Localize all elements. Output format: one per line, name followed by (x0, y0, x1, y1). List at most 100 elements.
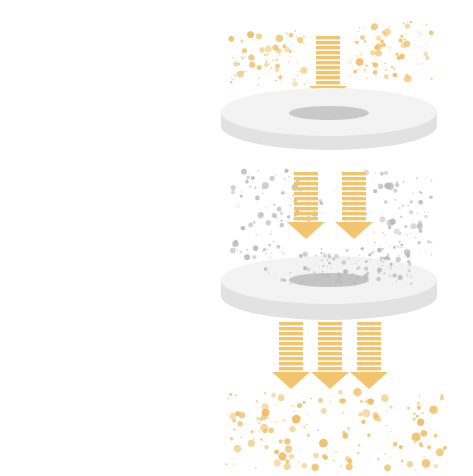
particle-dot (262, 187, 264, 189)
particle-dot (262, 248, 267, 252)
particle-dot (388, 226, 392, 230)
particle-dot (264, 445, 269, 450)
particle-dot (395, 280, 398, 283)
particle-dot (280, 74, 282, 76)
particle-dot (350, 273, 355, 277)
particle-dot (241, 168, 247, 175)
particle-dot (422, 412, 425, 415)
particle-dot (427, 240, 431, 244)
particle-dot (371, 23, 378, 31)
particle-dot (358, 254, 361, 257)
particle-dot (270, 230, 273, 232)
particle-dot (386, 424, 388, 427)
particle-dot (312, 452, 319, 459)
particle-dot (293, 410, 295, 413)
particle-dot (333, 190, 335, 192)
particle-dot (280, 81, 283, 83)
particle-dot (260, 438, 263, 441)
particle-dot (358, 260, 360, 262)
particle-dot (382, 32, 388, 38)
particle-dot (436, 431, 438, 433)
particle-dot (372, 178, 374, 180)
particle-dot (275, 421, 278, 423)
particle-dot (418, 32, 420, 35)
particle-dot (334, 450, 338, 454)
particle-dot (315, 254, 317, 257)
particle-dot (426, 43, 428, 45)
particle-dot (278, 75, 283, 80)
particle-dot (421, 459, 431, 468)
particle-dot (345, 463, 353, 471)
particle-dot (430, 77, 433, 80)
particle-dot (230, 77, 232, 79)
particle-dot (232, 78, 234, 81)
particle-dot (275, 34, 284, 43)
particle-dot (286, 215, 291, 219)
particle-dot (281, 192, 284, 195)
particle-dot (381, 42, 386, 48)
particle-dot (270, 67, 273, 70)
down-arrow-icon (335, 172, 373, 239)
particle-dot (416, 405, 421, 410)
particle-dot (373, 231, 376, 233)
particle-dot (395, 52, 399, 56)
particle-dot (273, 451, 276, 453)
particle-dot (278, 452, 287, 461)
particle-dot (256, 64, 262, 71)
particle-dot (405, 252, 411, 257)
particle-dot (289, 282, 292, 285)
particle-dot (358, 31, 360, 33)
particle-dot (265, 252, 267, 254)
particle-dot (361, 419, 366, 425)
particle-dot (364, 260, 368, 263)
particle-dot (322, 253, 327, 258)
particle-dot (275, 58, 279, 62)
particle-dot (374, 45, 379, 50)
particle-dot (429, 195, 433, 199)
particle-dot (419, 250, 421, 252)
particle-dot (399, 53, 405, 60)
particle-dot (377, 247, 382, 253)
particle-dot (264, 63, 268, 67)
particle-dot (415, 469, 417, 471)
particle-dot (267, 44, 269, 46)
particle-dot (288, 32, 294, 38)
particle-dot (321, 270, 324, 273)
particle-dot (360, 247, 364, 251)
particle-dot (381, 264, 383, 267)
particle-dot (230, 190, 235, 195)
particle-dot (412, 417, 416, 421)
particle-dot (273, 459, 281, 467)
particle-dot (266, 53, 269, 56)
particle-dot (322, 264, 325, 268)
particle-dot (372, 251, 375, 253)
particle-dot (435, 448, 444, 457)
particle-dot (257, 430, 260, 432)
particle-dot (410, 200, 413, 203)
particle-dot (408, 262, 412, 266)
particle-dot (389, 262, 393, 266)
particle-dot (259, 47, 265, 53)
particle-dot (416, 57, 418, 60)
particle-dot (443, 445, 447, 450)
particle-dot (402, 22, 405, 25)
particle-dot (418, 394, 421, 397)
particle-dot (345, 249, 349, 252)
particle-dot (354, 273, 356, 275)
particle-dot (296, 74, 299, 77)
particle-dot (332, 459, 335, 462)
particle-dot (306, 267, 311, 272)
particle-dot (356, 451, 360, 455)
particle-dot (229, 436, 234, 441)
particle-dot (394, 441, 398, 445)
particle-dot (358, 412, 363, 417)
particle-dot (433, 463, 439, 469)
particle-dot (384, 182, 391, 189)
particle-dot (331, 439, 333, 441)
particle-dot (363, 26, 365, 28)
particle-dot (397, 274, 403, 281)
particle-dot (392, 273, 397, 278)
particle-dot (289, 272, 291, 274)
particle-dot (238, 411, 246, 419)
particle-dot (295, 36, 298, 39)
